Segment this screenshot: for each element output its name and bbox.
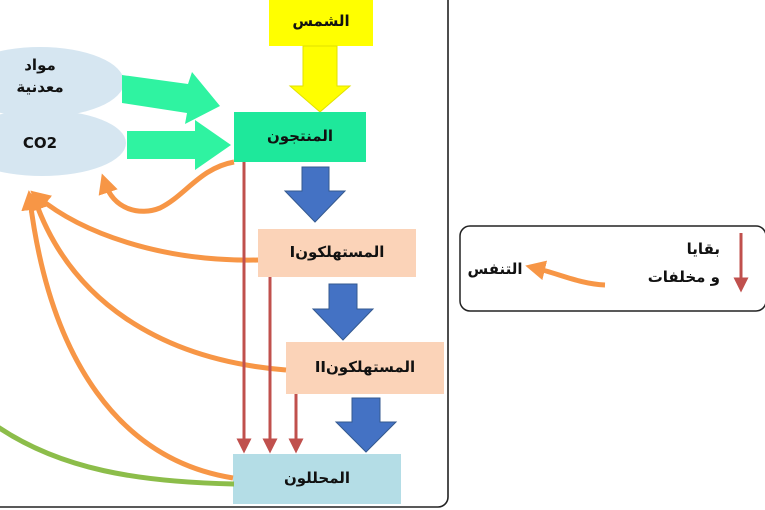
green-line bbox=[0, 425, 235, 487]
sun-box bbox=[269, 0, 373, 46]
consumer1-box bbox=[258, 229, 416, 277]
consumer1-to-consumer2-arrow bbox=[311, 283, 375, 341]
producer-label: المنتجون bbox=[266, 127, 334, 145]
consumer2-label: المستهلكونII bbox=[314, 358, 416, 376]
consumer2-respiration-arrow bbox=[28, 190, 287, 373]
co2-to-producer-arrow bbox=[127, 120, 231, 170]
decomposer-box bbox=[233, 454, 401, 504]
legend-respiration-arrow bbox=[525, 260, 606, 288]
sun-label: الشمس bbox=[292, 12, 350, 30]
consumer2-to-decomposer-arrow bbox=[334, 397, 398, 453]
decomposer-respiration-arrow bbox=[21, 190, 234, 481]
sun-arrow bbox=[288, 45, 352, 113]
minerals-label-line2: معدنية bbox=[16, 78, 64, 96]
producer-respiration-arrow bbox=[98, 159, 235, 214]
producer-to-consumer1-arrow bbox=[283, 166, 347, 223]
consumer1-respiration-arrow bbox=[30, 190, 259, 263]
producer-box bbox=[234, 112, 366, 162]
minerals-to-producer-arrow bbox=[122, 72, 220, 124]
minerals-ellipse bbox=[0, 47, 124, 117]
legend-respiration-label: التنفس bbox=[467, 260, 523, 278]
legend-remains-label-line2: و مخلفات bbox=[647, 268, 720, 286]
minerals-label-line1: مواد bbox=[24, 56, 56, 74]
consumer2-box bbox=[286, 342, 444, 394]
co2-ellipse bbox=[0, 110, 126, 176]
decomposer-label: المحللون bbox=[283, 469, 351, 487]
legend-frame bbox=[459, 225, 765, 312]
legend-remains-label-line1: بقايا bbox=[686, 240, 720, 258]
consumer1-label: المستهلكونI bbox=[289, 243, 385, 261]
co2-label: CO2 bbox=[22, 134, 58, 152]
